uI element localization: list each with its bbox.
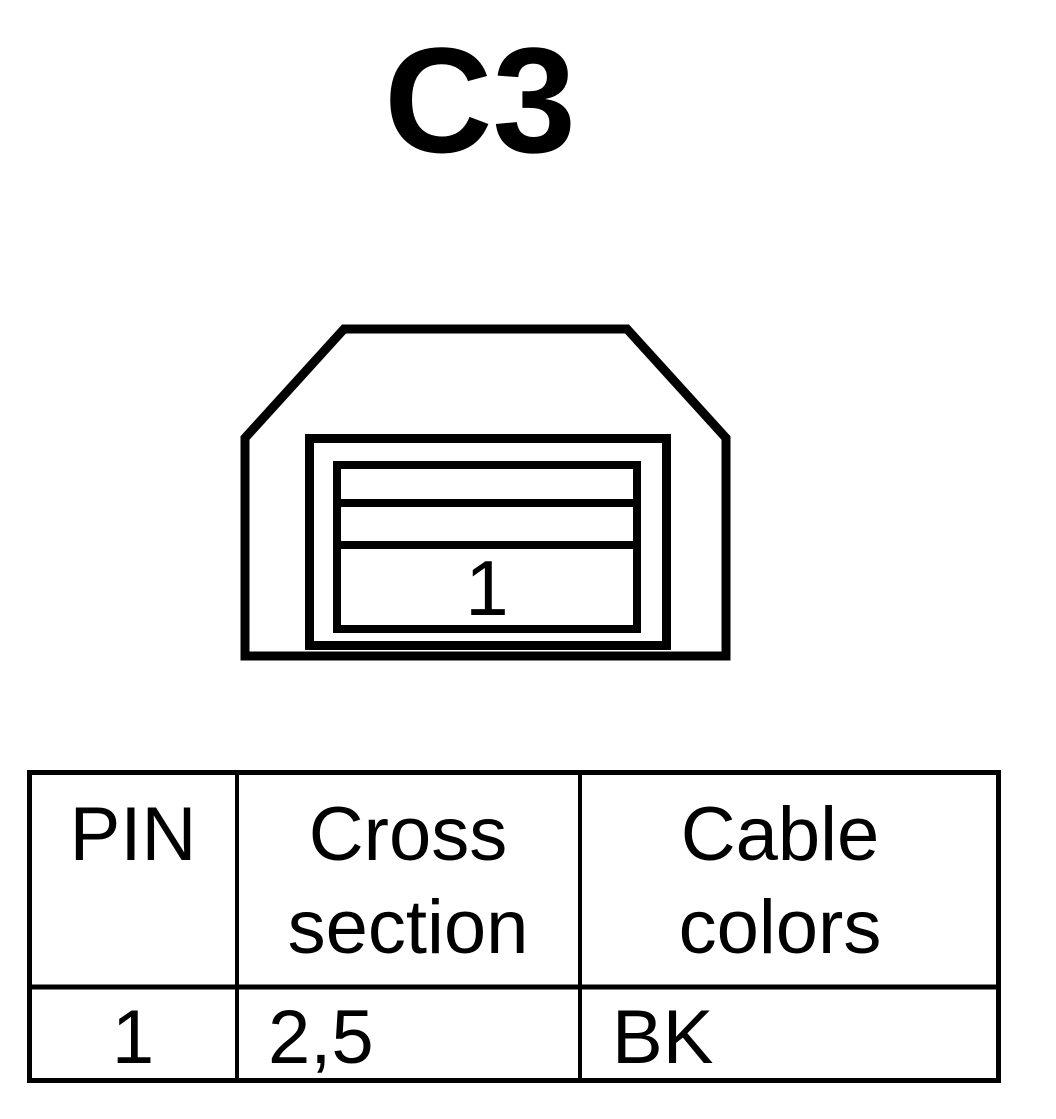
connector-inner-housing xyxy=(305,434,671,650)
pinout-table: PIN Cross section Cable colors 1 2,5 BK xyxy=(27,770,1001,1083)
connector-symbol: 1 xyxy=(240,324,731,661)
table-row: 1 2,5 BK xyxy=(112,995,714,1080)
page-title: C3 xyxy=(384,16,576,184)
connector-pin-label: 1 xyxy=(465,544,508,632)
table-header-cable-colors-line1: Cable xyxy=(681,792,880,877)
table-header-cross-section-line2: section xyxy=(288,885,529,970)
cell-cable-colors: BK xyxy=(612,995,713,1080)
table-header-pin: PIN xyxy=(70,792,197,877)
table-header-cross-section-line1: Cross xyxy=(309,792,507,877)
table-outer-border xyxy=(27,770,1001,1083)
table-header-row: PIN Cross section Cable colors xyxy=(70,792,882,970)
cell-cross-section: 2,5 xyxy=(268,995,374,1080)
table-header-cable-colors-line2: colors xyxy=(679,885,882,970)
cell-pin: 1 xyxy=(112,995,154,1080)
connector-outer-shell xyxy=(240,324,731,661)
